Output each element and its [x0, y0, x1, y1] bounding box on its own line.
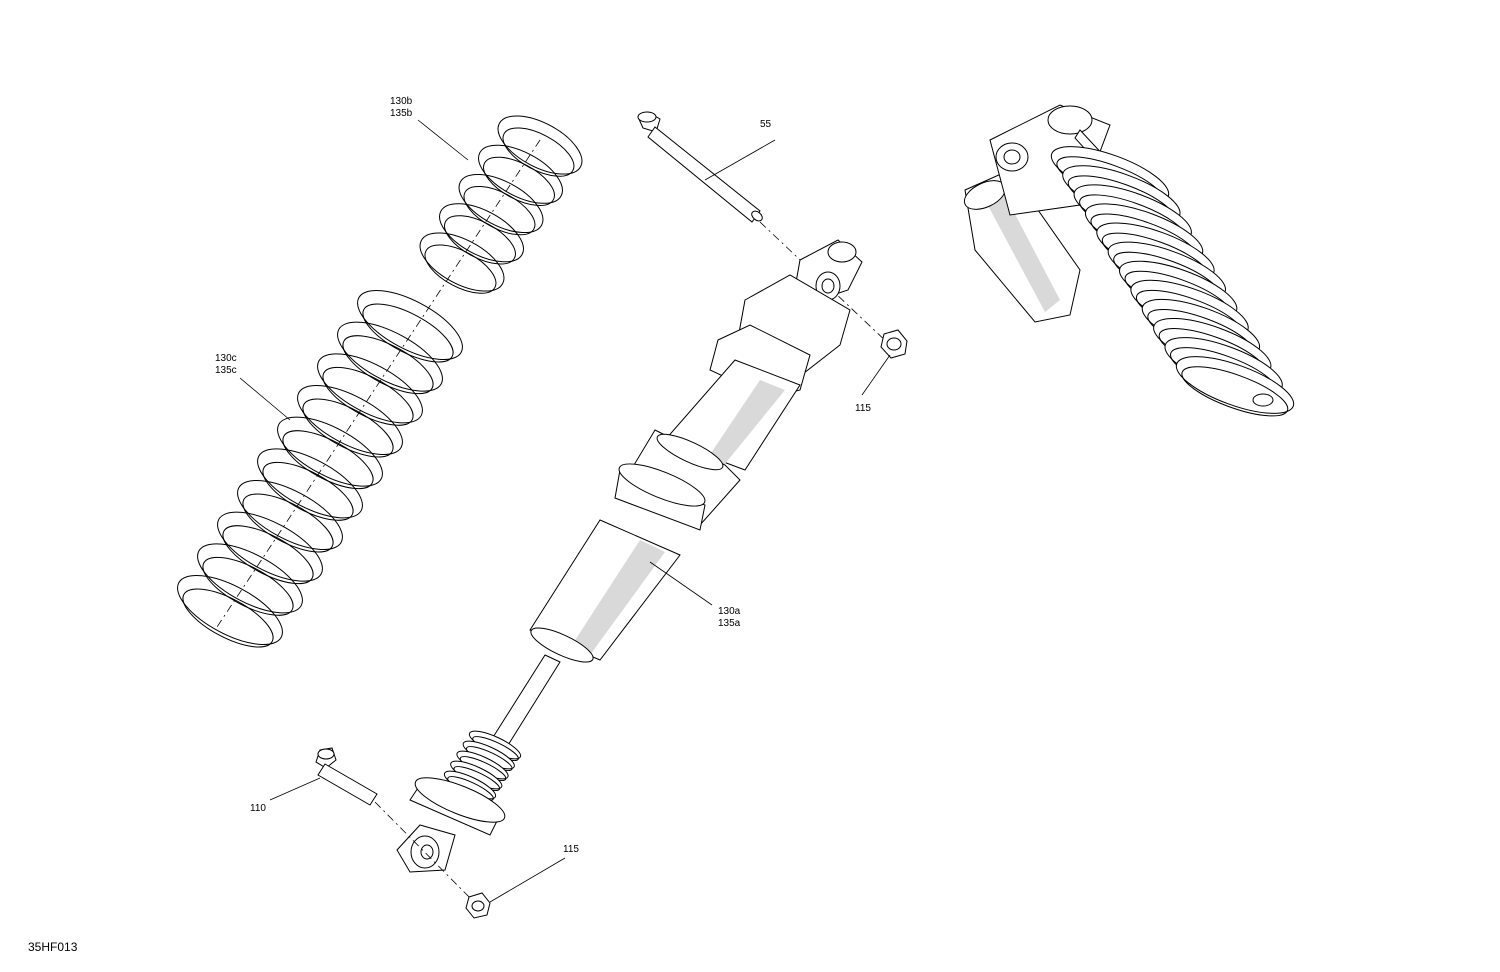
- bolt-top: [637, 111, 763, 223]
- coil-inner: [483, 156, 555, 206]
- callout-nut-top: 115: [855, 403, 871, 414]
- coil-inner: [302, 398, 394, 458]
- coil-inner: [502, 127, 575, 177]
- shock-absorber: [396, 239, 863, 873]
- bolt-bottom: [315, 747, 378, 806]
- leader-lines: [239, 119, 891, 903]
- callout-spring-upper: 130b 135b: [390, 96, 412, 120]
- spring-axis: [214, 139, 541, 631]
- coil-outer: [439, 203, 524, 263]
- callout-shock-body-line2: 135a: [718, 618, 741, 629]
- bolt-top-axis: [759, 221, 891, 346]
- nut-top: [880, 329, 908, 359]
- coil-inner: [242, 493, 334, 553]
- callout-bolt-top: 55: [760, 119, 772, 130]
- callout-shock-body-line1: 130a: [718, 606, 741, 617]
- coil-outer: [277, 416, 383, 487]
- drawing-code: 35HF013: [28, 940, 78, 954]
- coil-outer: [177, 574, 283, 646]
- coil-outer: [419, 232, 505, 292]
- coil-inner: [262, 461, 354, 521]
- coil-inner: [1181, 366, 1289, 417]
- coil-inner: [424, 244, 497, 294]
- coil-outer: [357, 289, 463, 361]
- coil-inner: [282, 430, 374, 490]
- coil-outer: [257, 448, 363, 519]
- coil-inner: [342, 335, 434, 395]
- coil-outer: [337, 321, 443, 392]
- coil-outer: [217, 511, 323, 582]
- coil-outer: [197, 543, 303, 614]
- callout-nut-bottom: 115: [563, 844, 579, 855]
- spring-upper: [419, 115, 583, 294]
- callout-spring-lower: 130c 135c: [215, 353, 237, 377]
- spring-lower: [177, 289, 463, 648]
- bolt-bottom-axis: [374, 801, 481, 909]
- coil-inner: [463, 185, 536, 236]
- coil-outer: [497, 115, 583, 175]
- nut-bottom: [465, 892, 491, 919]
- coil-inner: [362, 303, 454, 363]
- coil-outer: [237, 479, 343, 551]
- callout-spring-upper-line1: 130b: [390, 96, 413, 107]
- coil-outer: [297, 384, 403, 456]
- coil-inner: [444, 215, 516, 265]
- coil-inner: [322, 366, 414, 426]
- callout-spring-lower-line2: 135c: [215, 365, 237, 376]
- coil-inner: [202, 556, 294, 616]
- coil-outer: [458, 173, 544, 234]
- callout-spring-upper-line2: 135b: [390, 108, 413, 119]
- callout-spring-lower-line1: 130c: [215, 353, 237, 364]
- callout-bolt-bottom: 110: [250, 803, 266, 814]
- assembled-shock: [963, 104, 1295, 417]
- coil-inner: [222, 525, 314, 585]
- coil-outer: [317, 353, 423, 424]
- callout-shock-body: 130a 135a: [718, 606, 740, 630]
- coil-inner: [182, 588, 274, 648]
- coil-outer: [478, 144, 563, 204]
